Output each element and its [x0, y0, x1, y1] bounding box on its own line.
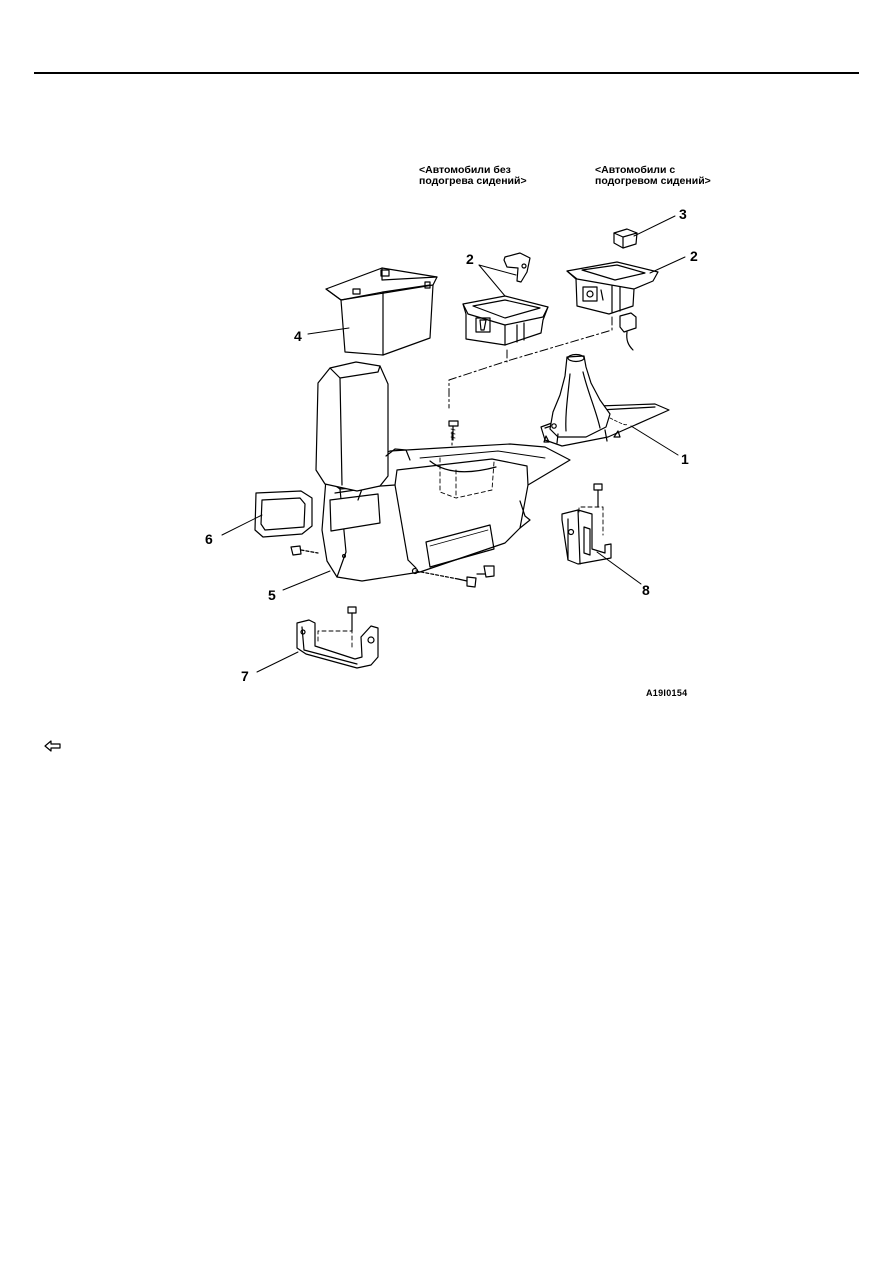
- figure-code: A19I0154: [646, 688, 688, 698]
- screw-top: [448, 420, 459, 441]
- callout-5: 5: [268, 587, 276, 603]
- screw-left: [290, 545, 319, 556]
- console-tray-part-4: [325, 267, 438, 356]
- tray-no-heating-part-2: [462, 252, 549, 346]
- front-bracket-part-7: [296, 606, 379, 669]
- shift-boot-part-1: [540, 353, 670, 447]
- seat-heater-switch-part-3: [613, 228, 638, 249]
- callout-2-heating: 2: [690, 248, 698, 264]
- screw-bottom: [415, 565, 495, 588]
- caption-without-seat-heating: <Автомобили без подогрева сидений>: [419, 164, 527, 187]
- hollow-left-arrow-icon: [44, 739, 62, 757]
- callout-7: 7: [241, 668, 249, 684]
- callout-6: 6: [205, 531, 213, 547]
- callout-1: 1: [681, 451, 689, 467]
- armrest-lid: [315, 361, 411, 492]
- tray-heating-part-2: [566, 261, 659, 315]
- callout-8: 8: [642, 582, 650, 598]
- leader-lines: [221, 215, 686, 673]
- side-bracket-part-8: [561, 483, 612, 565]
- callout-2-no-heating: 2: [466, 251, 474, 267]
- callout-3: 3: [679, 206, 687, 222]
- header-rule: [34, 72, 859, 74]
- caption-with-seat-heating: <Автомобили с подогревом сидений>: [595, 164, 711, 187]
- rear-bin-part-6: [254, 490, 313, 538]
- callout-4: 4: [294, 328, 302, 344]
- switch-connector: [619, 312, 637, 351]
